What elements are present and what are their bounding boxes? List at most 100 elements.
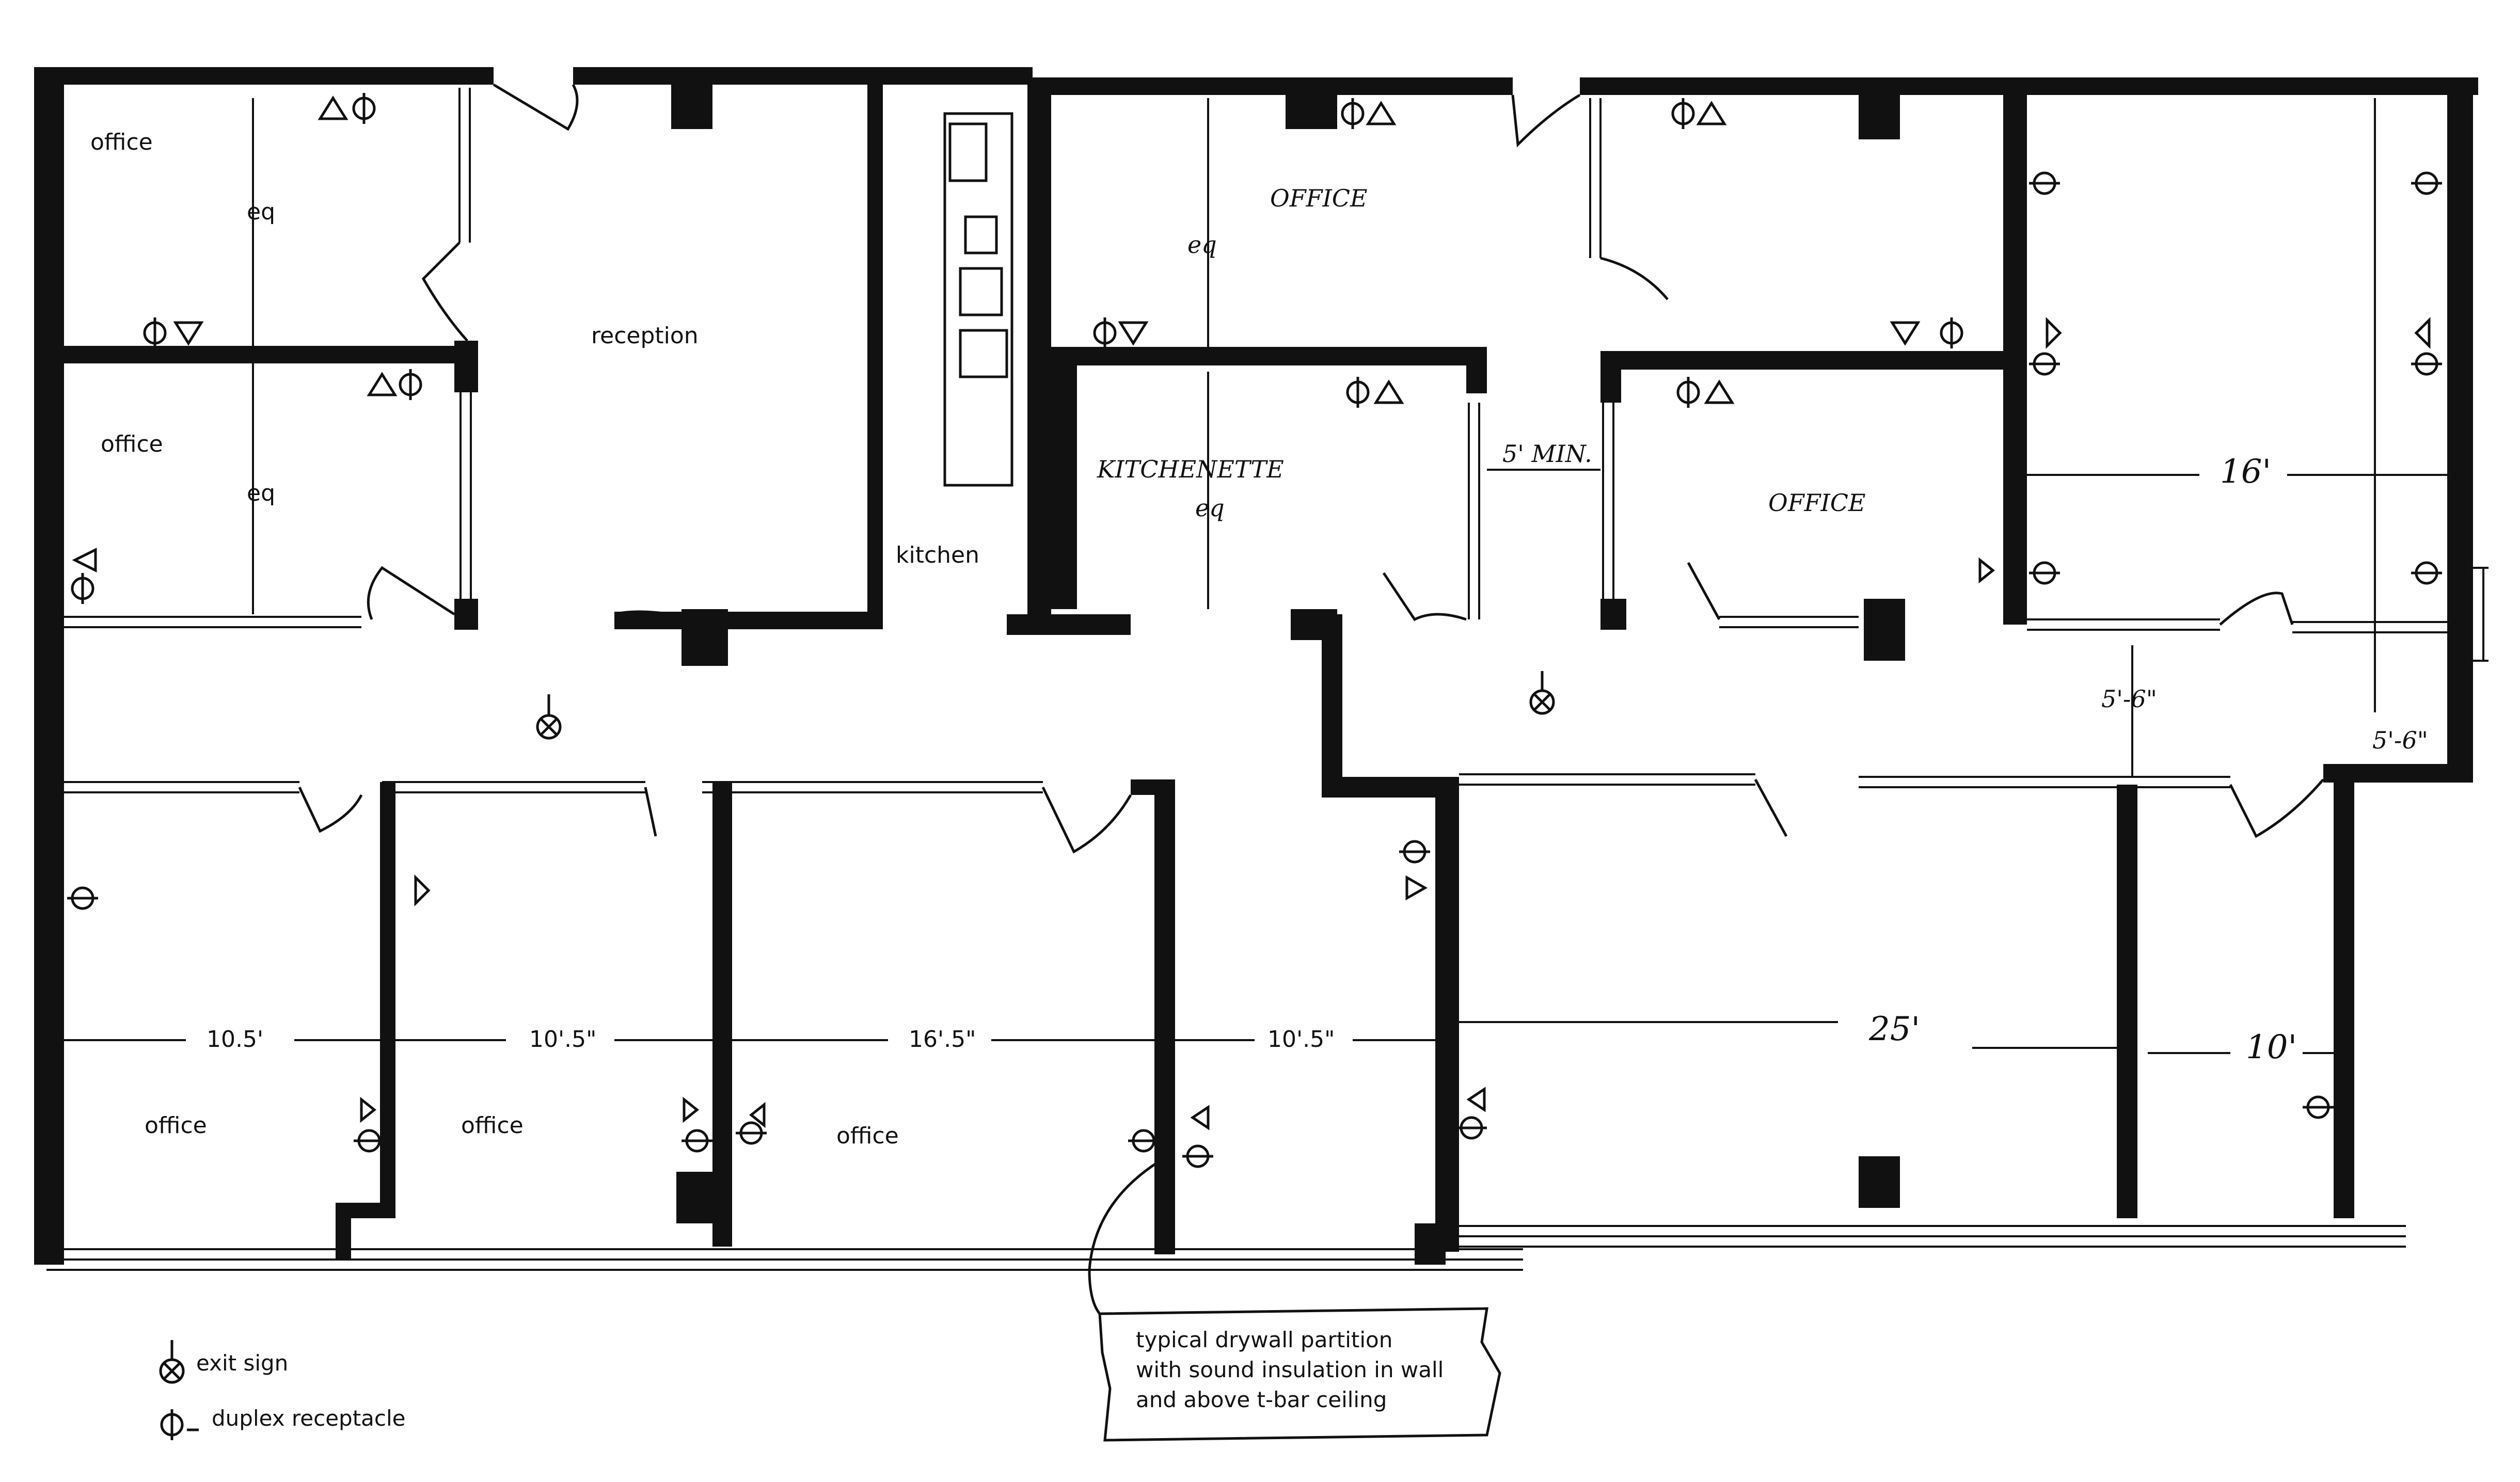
dimension-labels: 10.5' 10'.5" 16'.5" 10'.5" 25' 10' 16' 5… bbox=[207, 440, 2428, 1066]
wall-jog-down bbox=[1435, 777, 1459, 1252]
column-1 bbox=[681, 609, 728, 666]
phone-outlet-icon bbox=[318, 95, 348, 120]
dimension-label: 16'.5" bbox=[909, 1026, 976, 1053]
door-11 bbox=[1687, 562, 1721, 620]
duplex-receptacle-icon bbox=[1128, 1129, 1159, 1153]
duplex-receptacle-icon bbox=[1182, 1144, 1213, 1168]
duplex-receptacle-icon bbox=[352, 93, 376, 124]
duplex-receptacle-icon bbox=[2411, 171, 2442, 195]
duplex-receptacle-icon bbox=[1456, 1116, 1487, 1140]
room-label: office bbox=[101, 431, 163, 457]
room-label: office bbox=[90, 129, 153, 155]
door-8 bbox=[1382, 572, 1467, 622]
dimension-label: 10' bbox=[2246, 1028, 2297, 1066]
eq-label: eq bbox=[247, 199, 275, 225]
legend: exit sign duplex receptacle bbox=[159, 1340, 406, 1440]
duplex-receptacle-icon bbox=[354, 1129, 385, 1153]
duplex-receptacle-icon bbox=[1093, 317, 1117, 348]
wall-office-r-top bbox=[1606, 351, 2019, 370]
column-7 bbox=[1859, 1156, 1900, 1208]
legend-exit-label: exit sign bbox=[196, 1350, 288, 1376]
duplex-receptacle-icon bbox=[1399, 840, 1430, 864]
exit-sign-icon bbox=[1529, 671, 1555, 715]
dimension-label: 10'.5" bbox=[1267, 1026, 1335, 1053]
wall-kitchenette-left bbox=[1051, 361, 1077, 609]
phone-outlet-icon bbox=[367, 372, 398, 396]
wall-office-r-right bbox=[2003, 77, 2027, 625]
duplex-receptacle-icon bbox=[2303, 1095, 2334, 1119]
doors bbox=[298, 83, 2324, 854]
phone-outlet-icon bbox=[414, 874, 431, 907]
eq-label: eq bbox=[247, 480, 275, 506]
phone-outlet-icon bbox=[1466, 1087, 1486, 1112]
kitchen-counter bbox=[943, 112, 1013, 487]
door-6 bbox=[644, 787, 657, 837]
column-2 bbox=[671, 77, 712, 129]
phone-outlet-icon bbox=[1405, 875, 1428, 901]
eq-label: eq bbox=[1187, 231, 1217, 259]
wall-left-exterior bbox=[34, 67, 64, 1265]
wall-top-3 bbox=[1033, 77, 1513, 95]
dimension-lines bbox=[64, 98, 2447, 1054]
dimension-label: 25' bbox=[1868, 1010, 1920, 1048]
wall-bottom-v2 bbox=[712, 782, 732, 1247]
door-2 bbox=[421, 242, 468, 342]
wall-reception-right bbox=[867, 85, 883, 627]
phone-outlet-icon bbox=[1366, 101, 1397, 125]
wall-stub-3 bbox=[1600, 599, 1626, 630]
callout-text-line1: typical drywall partition bbox=[1136, 1327, 1392, 1352]
dimension-label: 10.5' bbox=[207, 1026, 263, 1053]
wall-kitchen-bottom bbox=[1007, 614, 1131, 635]
phone-outlet-icon bbox=[749, 1102, 766, 1128]
wall-right-exterior bbox=[2447, 77, 2473, 774]
door-1 bbox=[493, 83, 579, 131]
column-4 bbox=[1859, 83, 1900, 139]
callout-leader bbox=[1088, 1160, 1160, 1315]
duplex-receptacle-icon bbox=[2029, 561, 2060, 585]
legend-receptacle-label: duplex receptacle bbox=[212, 1406, 406, 1431]
duplex-receptacle-icon bbox=[2411, 561, 2442, 585]
wall-jog-end bbox=[1415, 1223, 1446, 1265]
door-13 bbox=[2219, 592, 2294, 626]
duplex-receptacle-icon bbox=[67, 886, 98, 910]
room-labels: office office reception kitchen office o… bbox=[90, 129, 1866, 1149]
walls bbox=[34, 67, 2478, 1265]
phone-outlet-icon bbox=[1373, 379, 1404, 404]
phone-outlet-icon bbox=[2046, 316, 2062, 349]
phone-outlet-icon bbox=[1696, 101, 1727, 125]
duplex-receptacle-icon bbox=[736, 1121, 767, 1145]
phone-outlet-icon bbox=[1978, 557, 1995, 584]
dimension-label: 10'.5" bbox=[529, 1026, 596, 1053]
kitchen-appliance-2 bbox=[959, 267, 1003, 316]
kitchen-sink bbox=[948, 122, 988, 182]
wall-bottom-v4 bbox=[2117, 785, 2137, 1218]
callout-box bbox=[1098, 1307, 1501, 1442]
wall-bottom-v1 bbox=[380, 782, 395, 1210]
phone-outlet-icon bbox=[72, 547, 97, 573]
room-label: OFFICE bbox=[1768, 489, 1866, 517]
duplex-receptacle-icon bbox=[160, 1409, 199, 1440]
duplex-receptacle-icon bbox=[2411, 352, 2442, 376]
door-12 bbox=[1754, 778, 1788, 837]
wall-top-2 bbox=[573, 67, 1033, 85]
callout: typical drywall partition with sound ins… bbox=[1088, 1160, 1501, 1442]
wall-office-divider bbox=[34, 346, 478, 363]
callout-text-line3: and above t-bar ceiling bbox=[1136, 1387, 1387, 1412]
duplex-receptacle-icon bbox=[1676, 377, 1700, 408]
duplex-receptacle-icon bbox=[2029, 171, 2060, 195]
wall-top-1 bbox=[34, 67, 494, 85]
column-3 bbox=[1286, 83, 1337, 129]
door-14 bbox=[2229, 778, 2324, 838]
exit-sign-icon bbox=[536, 694, 562, 740]
duplex-receptacle-icon bbox=[1341, 98, 1365, 129]
phone-outlet-icon bbox=[683, 1096, 700, 1123]
wall-kitchen-right bbox=[1027, 77, 1051, 635]
partitions bbox=[46, 88, 2489, 1271]
duplex-receptacle-icon bbox=[1671, 98, 1695, 129]
room-label: KITCHENETTE bbox=[1097, 455, 1284, 483]
eq-label: eq bbox=[1195, 494, 1225, 522]
room-label: kitchen bbox=[896, 542, 979, 568]
phone-outlet-icon bbox=[173, 321, 204, 346]
column-6 bbox=[676, 1172, 728, 1223]
wall-kitchenette-top bbox=[1051, 347, 1485, 365]
